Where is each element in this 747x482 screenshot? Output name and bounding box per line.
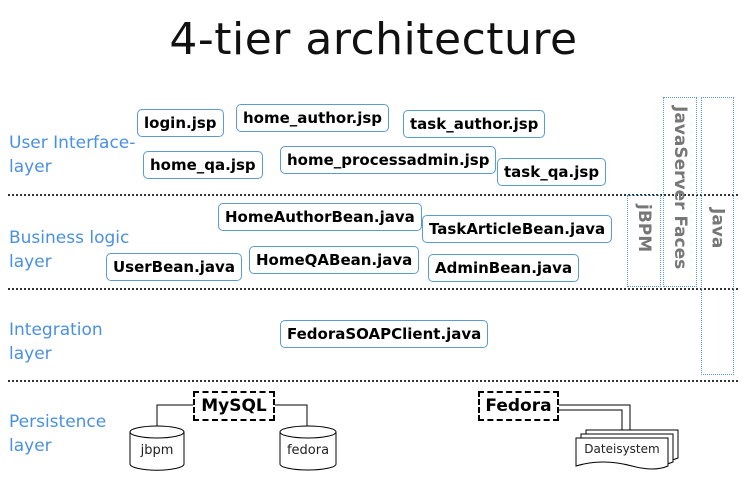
business-component-user-bean: UserBean.java <box>106 253 242 281</box>
mysql-box: MySQL <box>193 391 275 421</box>
divider-ui-business <box>8 194 738 196</box>
fedora-box: Fedora <box>478 391 559 421</box>
layer-label-integration-line2: layer <box>9 344 52 364</box>
ui-component-home-processadmin: home_processadmin.jsp <box>280 146 497 174</box>
divider-business-integration <box>8 288 738 290</box>
business-component-admin-bean: AdminBean.java <box>428 254 580 282</box>
layer-label-business: Business logic layer <box>9 226 129 274</box>
layer-label-business-line2: layer <box>9 252 52 272</box>
layer-label-ui-line2: layer <box>9 157 52 177</box>
layer-label-ui-line1: User Interface- <box>9 133 136 153</box>
database-jbpm-label: jbpm <box>140 443 174 458</box>
database-jbpm-icon <box>129 425 185 471</box>
framework-jbpm-label: jBPM <box>634 204 654 253</box>
filesystem-label: Dateisystem <box>584 442 660 456</box>
integration-component-fedora-soap-client: FedoraSOAPClient.java <box>280 320 489 348</box>
ui-component-home-author: home_author.jsp <box>236 104 390 132</box>
framework-java-label: Java <box>707 208 728 249</box>
layer-label-persistence-line1: Persistence <box>9 412 107 432</box>
ui-component-task-qa: task_qa.jsp <box>497 158 607 186</box>
ui-component-task-author: task_author.jsp <box>403 110 546 138</box>
framework-jsf-label: JavaServer Faces <box>670 106 690 270</box>
layer-label-integration-line1: Integration <box>9 320 103 340</box>
ui-component-login: login.jsp <box>137 109 224 137</box>
framework-jsf: JavaServer Faces <box>663 97 697 287</box>
layer-label-ui: User Interface- layer <box>9 131 135 179</box>
business-component-home-author-bean: HomeAuthorBean.java <box>218 203 422 231</box>
diagram-title: 4-tier architecture <box>169 14 578 65</box>
layer-label-persistence: Persistence layer <box>9 410 106 458</box>
ui-component-home-qa: home_qa.jsp <box>143 151 263 179</box>
layer-label-business-line1: Business logic <box>9 228 130 248</box>
framework-java: Java <box>701 97 734 375</box>
layer-label-integration: Integration layer <box>9 318 103 366</box>
framework-jbpm: jBPM <box>627 195 661 287</box>
layer-label-persistence-line2: layer <box>9 436 52 456</box>
filesystem-documents-icon <box>575 429 679 470</box>
business-component-home-qa-bean: HomeQABean.java <box>249 246 420 274</box>
database-fedora-label: fedora <box>286 443 330 458</box>
divider-integration-persistence <box>8 380 738 382</box>
database-fedora-icon <box>279 425 337 471</box>
business-component-task-article-bean: TaskArticleBean.java <box>422 215 613 243</box>
